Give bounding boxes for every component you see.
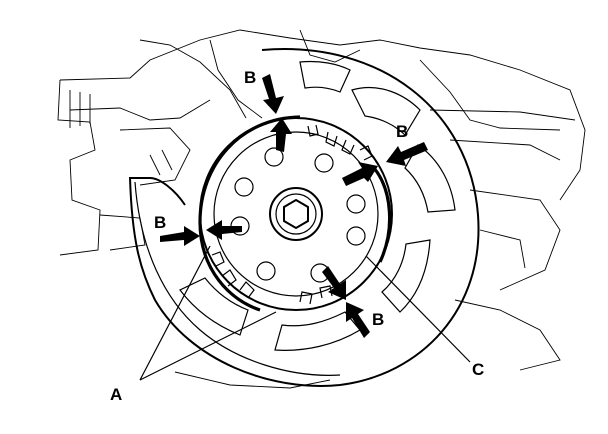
arrow-b-left-inner [206, 220, 242, 240]
callout-b-right: B [396, 122, 408, 141]
arrow-b-top-inner [270, 118, 292, 152]
arrow-b-right [386, 142, 428, 166]
arrow-b-right-inner [342, 162, 378, 186]
callout-b-left: B [154, 213, 166, 232]
leader-lines [139, 245, 471, 381]
arrow-b-left [160, 226, 200, 246]
arrow-b-top [262, 74, 284, 114]
arrow-b-bottom-inner [322, 266, 346, 300]
callout-a: A [110, 385, 122, 404]
arrow-b-bottom [346, 302, 370, 338]
splash-shield [128, 48, 480, 387]
callout-b-bottom: B [372, 310, 384, 329]
callout-c: C [472, 360, 484, 379]
hub-assembly [198, 115, 393, 312]
background-suspension-outline [57, 29, 586, 389]
callout-b-top: B [244, 68, 256, 87]
